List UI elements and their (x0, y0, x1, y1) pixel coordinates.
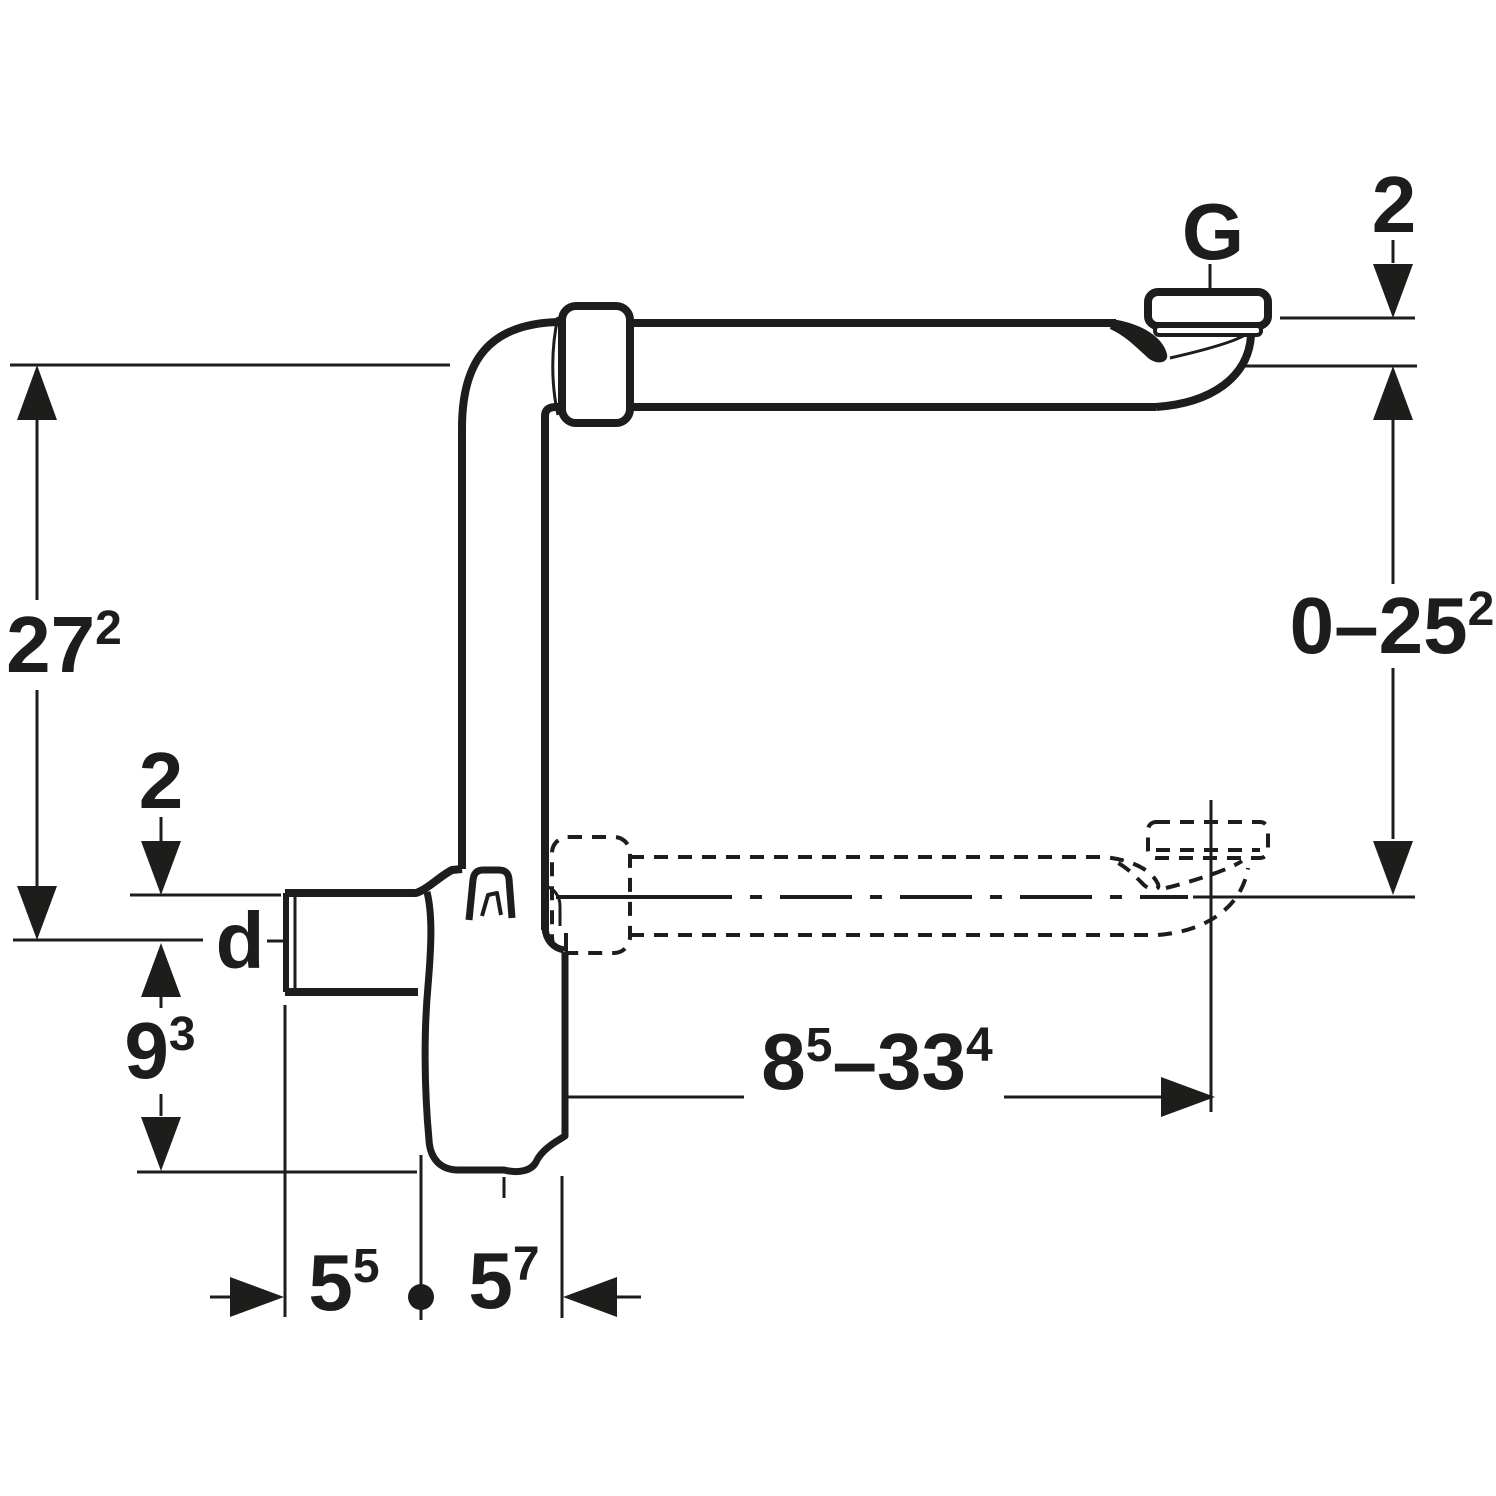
outlet-elbow-outer (541, 927, 565, 954)
arrow-up (1373, 366, 1413, 420)
arrow-down (141, 1117, 181, 1171)
dim-label-top-offset: 2 (1371, 160, 1417, 249)
elbow-nut (558, 302, 634, 427)
dimension-total-height (17, 365, 57, 940)
trap-body (283, 865, 569, 1176)
riser-outer-edge (458, 318, 564, 869)
arrow-left (563, 1277, 617, 1317)
g-flange-lip (1153, 324, 1263, 337)
inlet-spigot-top-edge (285, 865, 463, 897)
arrow-right (1161, 1077, 1215, 1117)
cap-clip-notch (480, 891, 503, 917)
phantom-outlet-dashed (550, 820, 1270, 955)
pipe-end-hook (1110, 319, 1168, 363)
dimension-top-offset (1373, 240, 1413, 318)
outlet-pipe-bend-up (1155, 335, 1255, 411)
g-flange (1144, 288, 1272, 330)
body-outline (421, 891, 569, 1176)
arrow-right (230, 1277, 284, 1317)
phantom-nut (550, 835, 632, 955)
dimension-inlet-offset (141, 817, 181, 895)
phantom-pipe-bottom-edge (630, 867, 1250, 937)
olive-arc-1 (551, 316, 560, 416)
arrow-up (141, 943, 181, 997)
diameter-label: d (215, 896, 265, 985)
phantom-pipe-inner-arc (1165, 859, 1244, 890)
g-connection-label: G (1181, 187, 1245, 276)
dimension-outlet-drop (1373, 366, 1413, 895)
dim-label-inlet-offset: 2 (138, 736, 184, 825)
dimension-bottom-widths (210, 1005, 641, 1320)
phantom-pipe-top-edge (630, 855, 1161, 892)
arrow-up (17, 365, 57, 420)
arrow-down (1373, 841, 1413, 895)
phantom-flange (1146, 820, 1270, 860)
g-connection-text: G (1181, 187, 1245, 276)
outlet-pipe (630, 288, 1272, 411)
dimension-outlet-length (566, 1077, 1215, 1117)
dimension-inlet-depth (141, 943, 181, 1171)
arrow-down (17, 886, 57, 940)
center-dot (408, 1284, 434, 1310)
arrow-down (141, 841, 181, 895)
arrow-down (1373, 264, 1413, 318)
riser-pipe (458, 302, 634, 930)
